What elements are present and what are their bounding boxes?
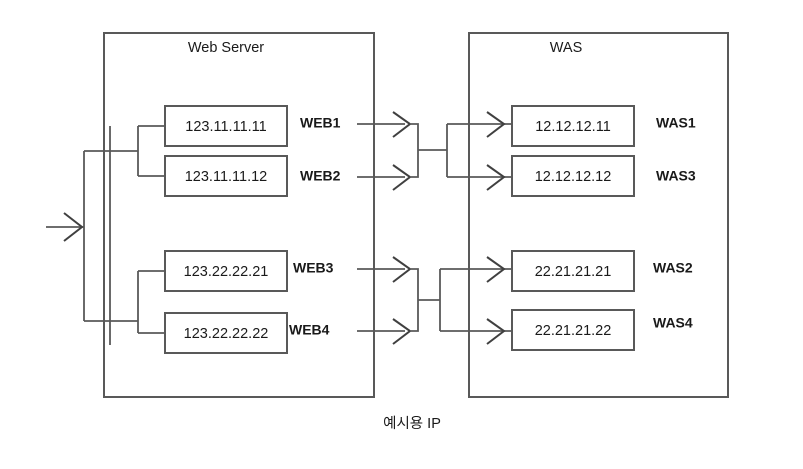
merge-bracket-lower [411,268,419,332]
merge-arrow-web2-icon [392,164,412,191]
split-arrow-was2-icon [486,256,506,283]
node-tag-web1: WEB1 [300,115,341,131]
node-box-was1 [511,105,635,147]
node-ip-was3: 12.12.12.12 [535,169,612,185]
panel-title-web-server: Web Server [188,40,264,56]
merge-arrow-web1-icon [392,111,412,138]
node-tag-web2: WEB2 [300,168,341,184]
node-tag-was3: WAS3 [656,168,696,184]
node-box-web1 [164,105,288,147]
diagram-caption: 예시용 IP [383,415,441,432]
node-tag-web4: WEB4 [289,322,330,338]
node-tag-was4: WAS4 [653,315,693,331]
node-box-was3 [511,155,635,197]
node-tag-was2: WAS2 [653,260,693,276]
split-arrow-was4-icon [486,318,506,345]
node-ip-was2: 22.21.21.21 [535,264,612,280]
node-box-web3 [164,250,288,292]
merge-arrow-web3-icon [392,256,412,283]
node-ip-web3: 123.22.22.21 [184,264,269,280]
node-ip-web4: 123.22.22.22 [184,326,269,342]
node-box-web4 [164,312,288,354]
node-tag-was1: WAS1 [656,115,696,131]
node-box-was2 [511,250,635,292]
node-box-was4 [511,309,635,351]
merge-bracket-upper [411,123,419,178]
split-arrow-was3-icon [486,164,506,191]
node-ip-was1: 12.12.12.11 [535,119,611,135]
node-box-web2 [164,155,288,197]
ingress-arrow-icon [63,212,84,242]
node-ip-was4: 22.21.21.22 [535,323,612,339]
merge-arrow-web4-icon [392,318,412,345]
panel-title-was: WAS [550,40,583,56]
node-ip-web2: 123.11.11.12 [185,169,268,185]
split-arrow-was1-icon [486,111,506,138]
node-tag-web3: WEB3 [293,260,334,276]
node-ip-web1: 123.11.11.11 [185,119,266,135]
